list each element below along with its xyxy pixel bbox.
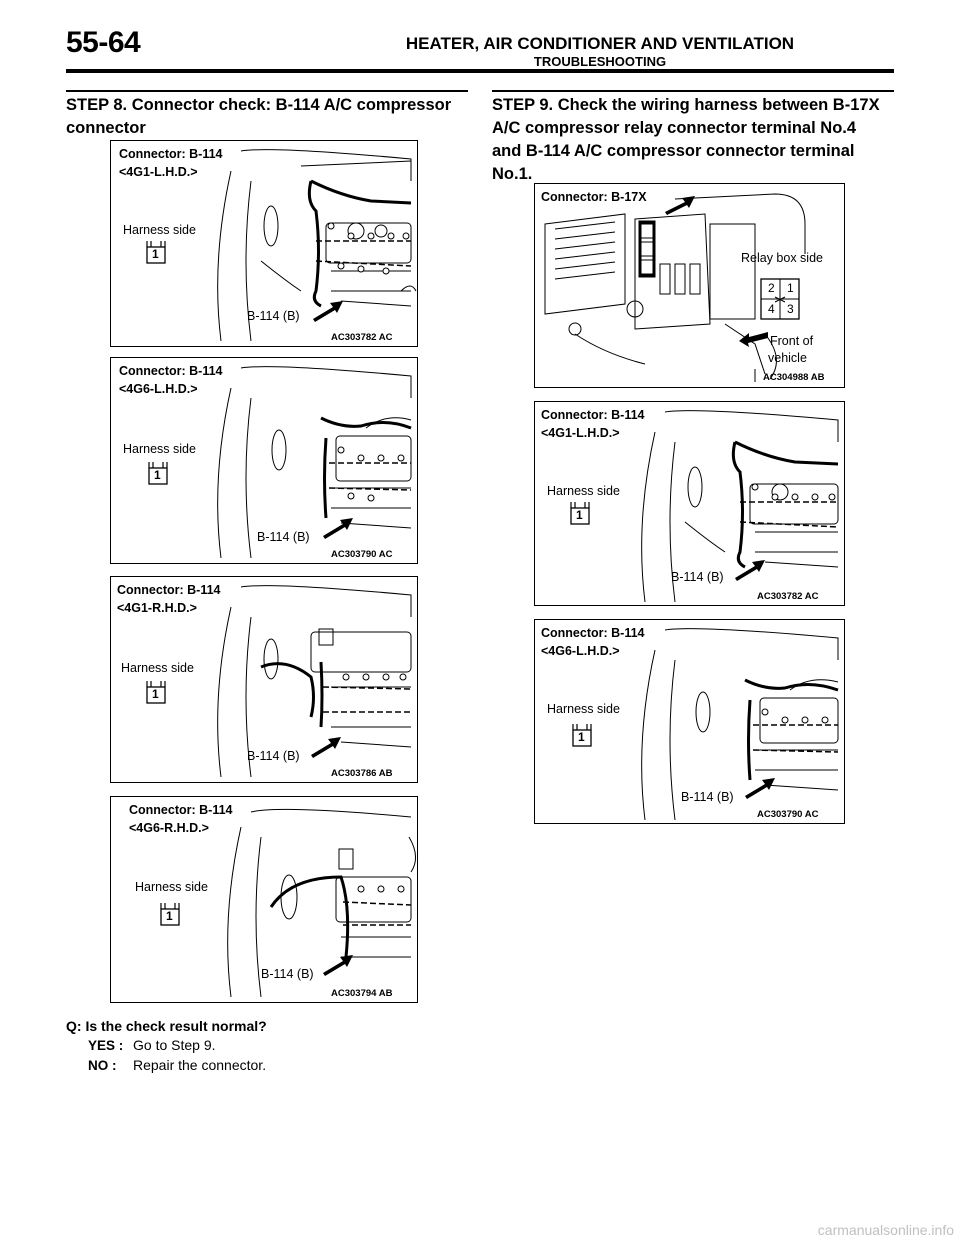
watermark: carmanualsonline.info (817, 1222, 954, 1238)
connector-label: Connector: B-114 (129, 803, 233, 817)
engine-bay-illustration (146, 149, 417, 342)
yes-answer: Go to Step 9. (133, 1037, 216, 1053)
engine-bay-illustration (572, 628, 839, 821)
relay-pin-3: 3 (787, 302, 794, 316)
step8-title-line1: STEP 8. Connector check: B-114 A/C compr… (66, 96, 452, 114)
step9-rule (492, 90, 894, 92)
figure-code: AC303786 AB (331, 768, 393, 779)
section-title: HEATER, AIR CONDITIONER AND VENTILATION (405, 34, 795, 53)
step9-title-line1: STEP 9. Check the wiring harness between… (492, 96, 880, 114)
step9-title: STEP 9. Check the wiring harness between… (492, 94, 880, 186)
step9-title-line2: A/C compressor relay connector terminal … (492, 119, 857, 137)
figure-step8-3: Connector: B-114 <4G1-R.H.D.> Harness si… (110, 576, 418, 783)
relay-pin-4: 4 (768, 302, 775, 316)
relay-box-side-label: Relay box side (741, 251, 823, 265)
figure-code: AC303782 AC (757, 591, 819, 602)
figure-code: AC303782 AC (331, 332, 393, 343)
connector-label: Connector: B-114 (541, 626, 645, 640)
variant-label: <4G1-R.H.D.> (117, 601, 197, 615)
yes-label: YES : (88, 1038, 124, 1053)
relay-pin-1: 1 (787, 281, 794, 295)
step8-title: STEP 8. Connector check: B-114 A/C compr… (66, 94, 451, 140)
callout-label: B-114 (B) (247, 749, 300, 763)
callout-label: B-114 (B) (681, 790, 734, 804)
callout-label: B-114 (B) (671, 570, 724, 584)
connector-label: Connector: B-114 (119, 147, 223, 161)
figure-step9-2: Connector: B-114 <4G6-L.H.D.> Harness si… (534, 619, 845, 824)
front-of-vehicle-label-1: Front of (770, 334, 814, 348)
harness-side-label: Harness side (123, 442, 196, 456)
step8-title-line2: connector (66, 119, 146, 137)
connector-label: Connector: B-17X (541, 190, 647, 204)
header-rule (66, 69, 894, 73)
variant-label: <4G6-R.H.D.> (129, 821, 209, 835)
figure-code: AC304988 AB (763, 372, 825, 383)
figure-step8-1: Connector: B-114 <4G1-L.H.D.> Harness si… (110, 140, 418, 347)
variant-label: <4G1-L.H.D.> (541, 426, 620, 440)
front-of-vehicle-label-2: vehicle (768, 351, 807, 365)
figure-code: AC303794 AB (331, 988, 393, 999)
figure-code: AC303790 AC (757, 809, 819, 820)
variant-label: <4G6-L.H.D.> (119, 382, 198, 396)
callout-label: B-114 (B) (247, 309, 300, 323)
pin-number: 1 (152, 247, 159, 261)
connector-label: Connector: B-114 (119, 364, 223, 378)
pin-number: 1 (166, 909, 173, 923)
figure-step8-4: Connector: B-114 <4G6-R.H.D.> Harness si… (110, 796, 418, 1003)
pin-number: 1 (578, 730, 585, 744)
relay-box-illustration (544, 193, 806, 382)
step9-title-line3: and B-114 A/C compressor connector termi… (492, 142, 855, 160)
no-label: NO : (88, 1058, 117, 1073)
variant-label: <4G1-L.H.D.> (119, 165, 198, 179)
step9-title-line4: No.1. (492, 165, 533, 183)
variant-label: <4G6-L.H.D.> (541, 644, 620, 658)
pin-number: 1 (154, 468, 161, 482)
pin-number: 1 (152, 687, 159, 701)
figure-step9-1: Connector: B-114 <4G1-L.H.D.> Harness si… (534, 401, 845, 606)
engine-bay-illustration (160, 808, 416, 998)
harness-side-label: Harness side (121, 661, 194, 675)
figure-step8-2: Connector: B-114 <4G6-L.H.D.> Harness si… (110, 357, 418, 564)
relay-pin-2: 2 (768, 281, 775, 295)
engine-bay-illustration (146, 585, 412, 778)
pin-number: 1 (576, 508, 583, 522)
no-answer: Repair the connector. (133, 1057, 267, 1073)
figure-code: AC303790 AC (331, 549, 393, 560)
subsection-title: TROUBLESHOOTING (533, 54, 667, 69)
connector-label: Connector: B-114 (541, 408, 645, 422)
harness-side-label: Harness side (123, 223, 196, 237)
check-question: Q: Is the check result normal? (66, 1018, 267, 1034)
harness-side-label: Harness side (547, 484, 620, 498)
harness-side-label: Harness side (135, 880, 208, 894)
callout-label: B-114 (B) (261, 967, 314, 981)
page-number: 55-64 (66, 26, 141, 59)
engine-bay-illustration (570, 410, 839, 603)
step8-rule (66, 90, 468, 92)
callout-label: B-114 (B) (257, 530, 310, 544)
figure-relay-box: Connector: B-17X Relay box side 2 1 4 3 … (534, 183, 845, 388)
harness-side-label: Harness side (547, 702, 620, 716)
engine-bay-illustration (148, 366, 412, 559)
connector-label: Connector: B-114 (117, 583, 221, 597)
